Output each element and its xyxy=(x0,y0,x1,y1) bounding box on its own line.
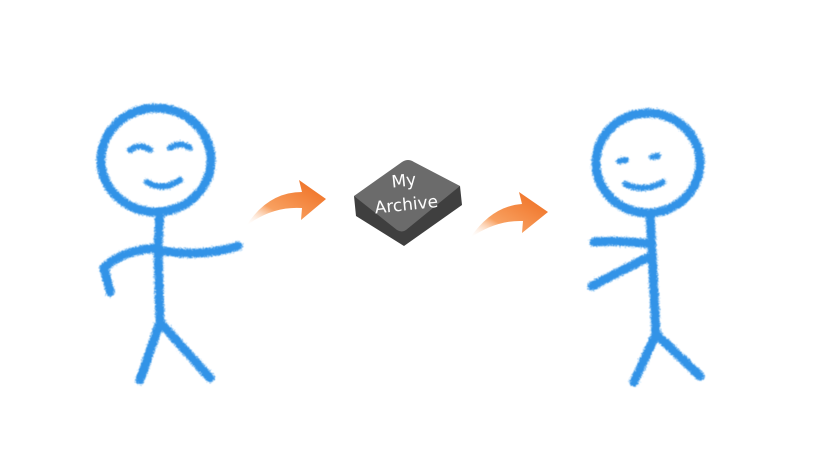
giver-body xyxy=(153,207,165,327)
receiver-head xyxy=(591,108,705,218)
giver-stick-figure-icon xyxy=(96,103,243,385)
receiver-lower-arm xyxy=(587,251,656,291)
giver-right-leg xyxy=(155,317,215,383)
giver-left-leg xyxy=(135,317,165,385)
giver-left-eye xyxy=(127,143,153,153)
archive-label-line1: My xyxy=(391,170,418,192)
receiver-right-leg xyxy=(651,329,705,381)
receiver-left-eye xyxy=(616,157,629,164)
giver-head xyxy=(96,103,216,217)
curved-arrow-icon-1 xyxy=(246,180,326,226)
receiver-mouth xyxy=(622,179,666,191)
giver-right-eye xyxy=(167,141,193,151)
giver-right-arm xyxy=(153,241,243,258)
giver-mouth xyxy=(144,177,183,190)
receiver-right-eye xyxy=(649,153,661,160)
giver-left-arm xyxy=(99,243,163,297)
receiver-upper-arm xyxy=(589,236,656,249)
archive-box-icon: My Archive xyxy=(354,160,462,246)
archive-box-top xyxy=(354,160,460,232)
receiver-body xyxy=(645,209,661,339)
curved-arrow-icon-2 xyxy=(470,192,548,238)
receiver-stick-figure-icon xyxy=(587,108,705,387)
receiver-left-leg xyxy=(629,329,661,387)
